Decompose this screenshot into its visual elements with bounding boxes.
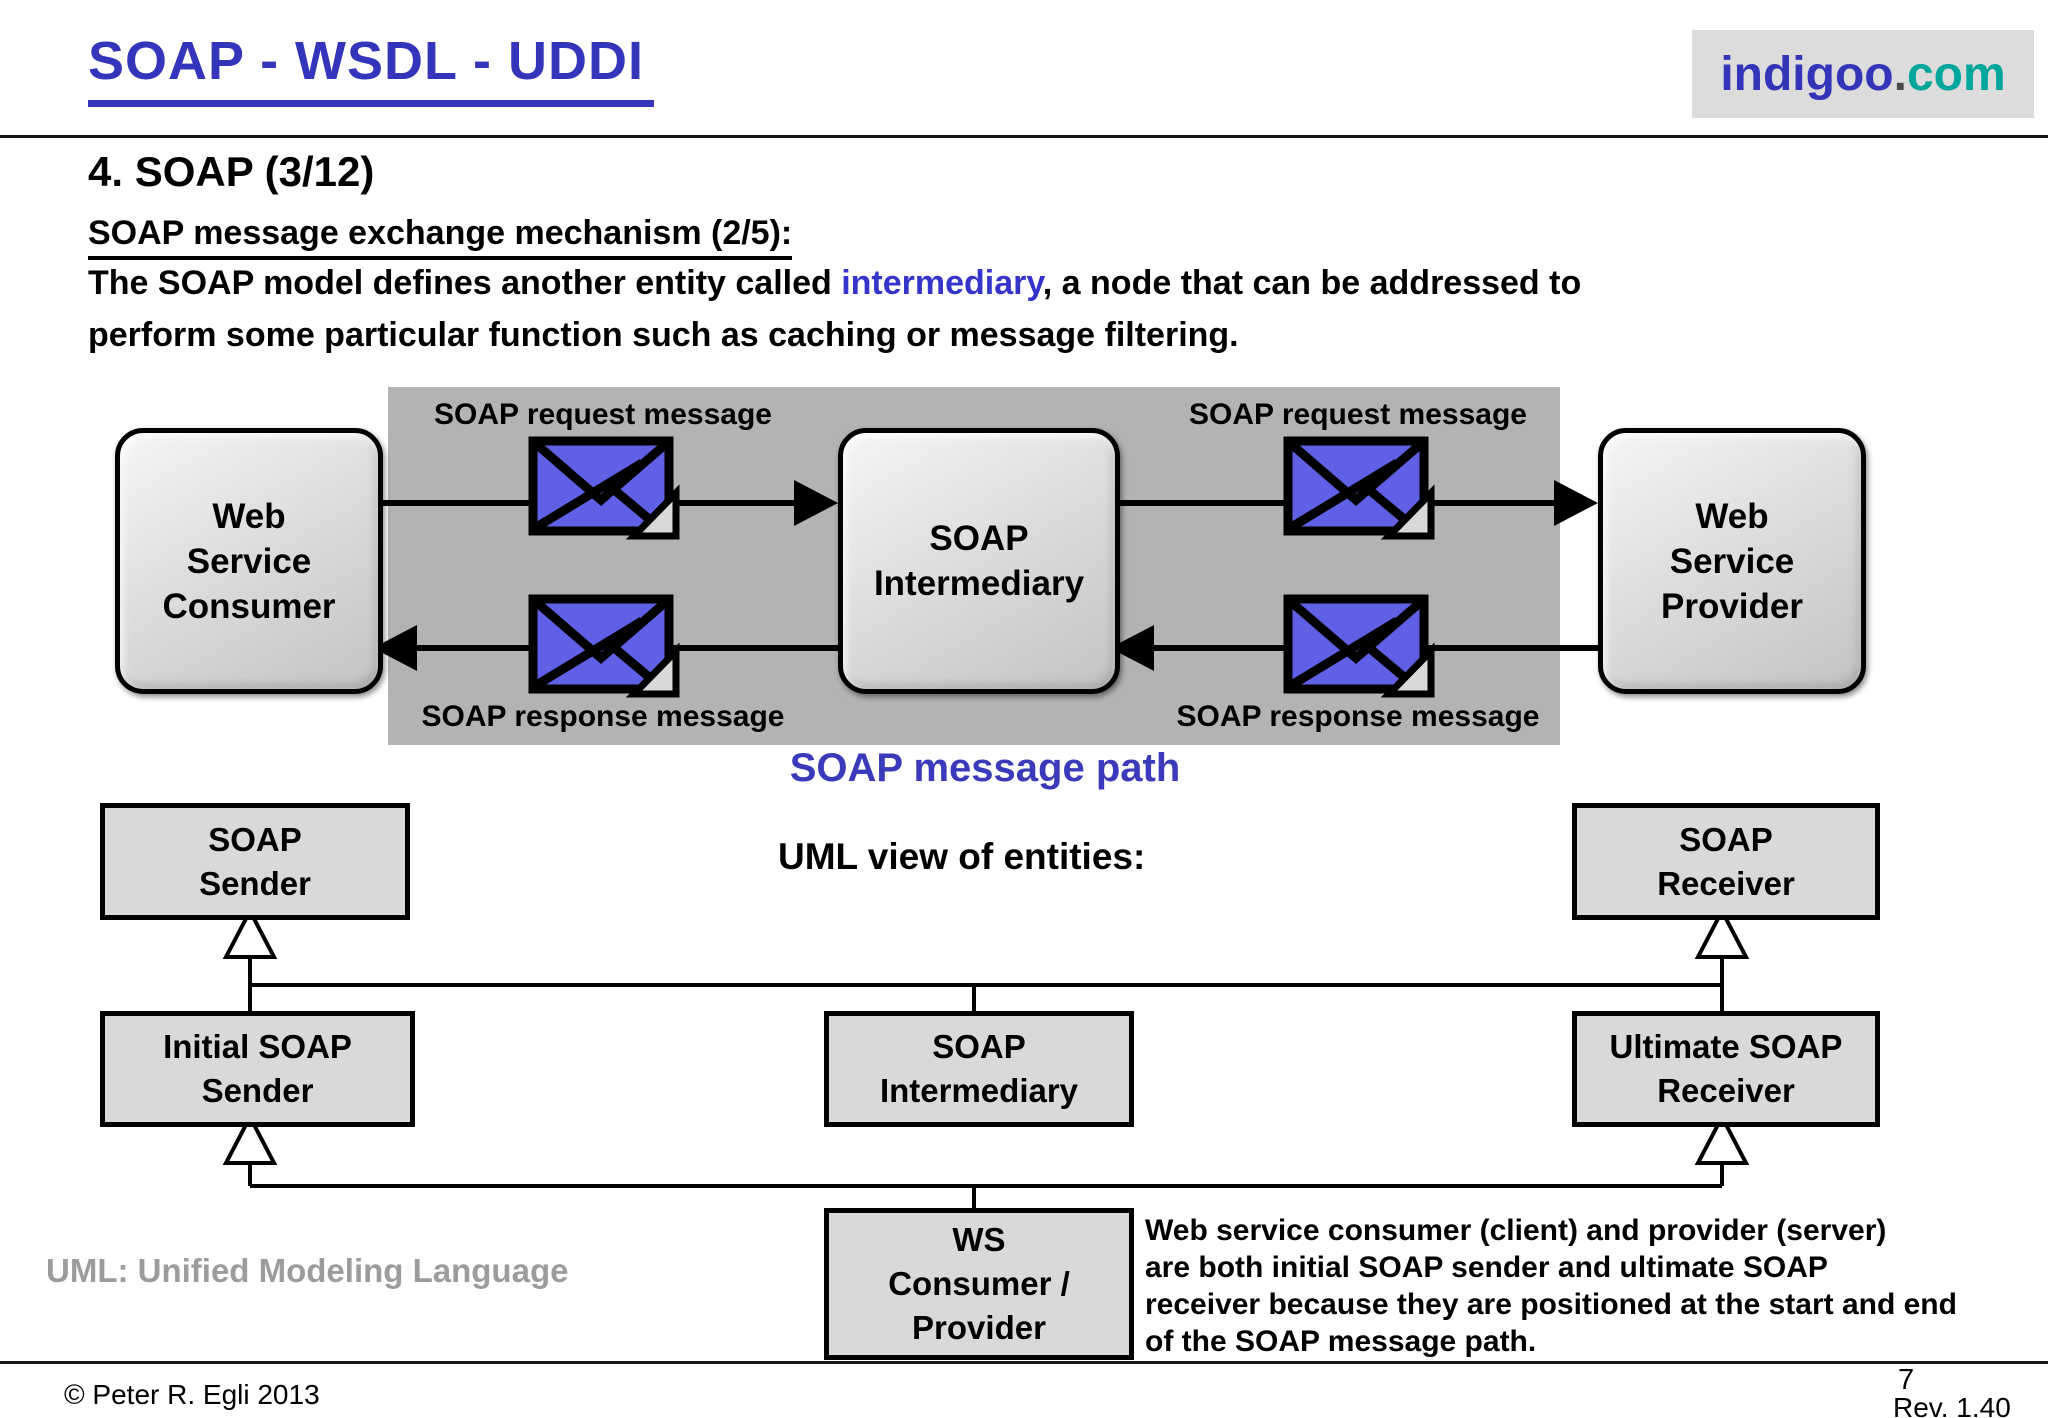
uml-initial-soap-sender-box: Initial SOAP Sender [100, 1011, 415, 1127]
page-title: SOAP - WSDL - UDDI [88, 30, 655, 107]
body-text-line1: The SOAP model defines another entity ca… [88, 264, 1581, 303]
copyright-text: © Peter R. Egli 2013 [64, 1379, 320, 1410]
page-number: 7 [1898, 1364, 1915, 1396]
header-divider [0, 135, 2048, 138]
revision-label: Rev. 1.40 [1893, 1392, 2011, 1418]
logo-text-com: com [1906, 47, 2006, 101]
envelope-icon [528, 436, 680, 540]
envelope-icon [528, 594, 680, 698]
uml-soap-receiver-box: SOAP Receiver [1572, 803, 1880, 920]
soap-response-label-right: SOAP response message [1176, 700, 1540, 733]
section-title: 4. SOAP (3/12) [88, 148, 375, 195]
soap-request-label-left: SOAP request message [434, 398, 772, 431]
footer-divider [0, 1361, 2048, 1364]
soap-intermediary-box: SOAP Intermediary [838, 428, 1120, 694]
soap-request-label-right: SOAP request message [1189, 398, 1527, 431]
body-text-line2: perform some particular function such as… [88, 316, 1239, 354]
soap-message-path-caption: SOAP message path [789, 746, 1181, 790]
web-service-consumer-box: Web Service Consumer [115, 428, 383, 694]
uml-soap-sender-box: SOAP Sender [100, 803, 410, 920]
body-text-after: , a node that can be addressed to [1042, 264, 1582, 302]
uml-soap-intermediary-box: SOAP Intermediary [824, 1011, 1134, 1127]
logo-text-indigoo: indigoo [1720, 47, 1894, 101]
body-text-before: The SOAP model defines another entity ca… [88, 264, 842, 302]
uml-explanation-text: Web service consumer (client) and provid… [1145, 1214, 1957, 1358]
uml-abbreviation-note: UML: Unified Modeling Language [46, 1252, 569, 1289]
envelope-icon [1283, 436, 1435, 540]
slide-subtitle: SOAP message exchange mechanism (2/5): [88, 214, 793, 260]
indigoo-logo: indigoo.com [1692, 30, 2034, 118]
uml-view-heading: UML view of entities: [778, 836, 1146, 877]
logo-text-dot: . [1893, 47, 1907, 101]
web-service-provider-box: Web Service Provider [1598, 428, 1866, 694]
envelope-icon [1283, 594, 1435, 698]
uml-ws-consumer-provider-box: WS Consumer / Provider [824, 1208, 1134, 1360]
soap-response-label-left: SOAP response message [421, 700, 785, 733]
uml-ultimate-soap-receiver-box: Ultimate SOAP Receiver [1572, 1011, 1880, 1127]
body-text-highlight: intermediary [841, 264, 1043, 302]
